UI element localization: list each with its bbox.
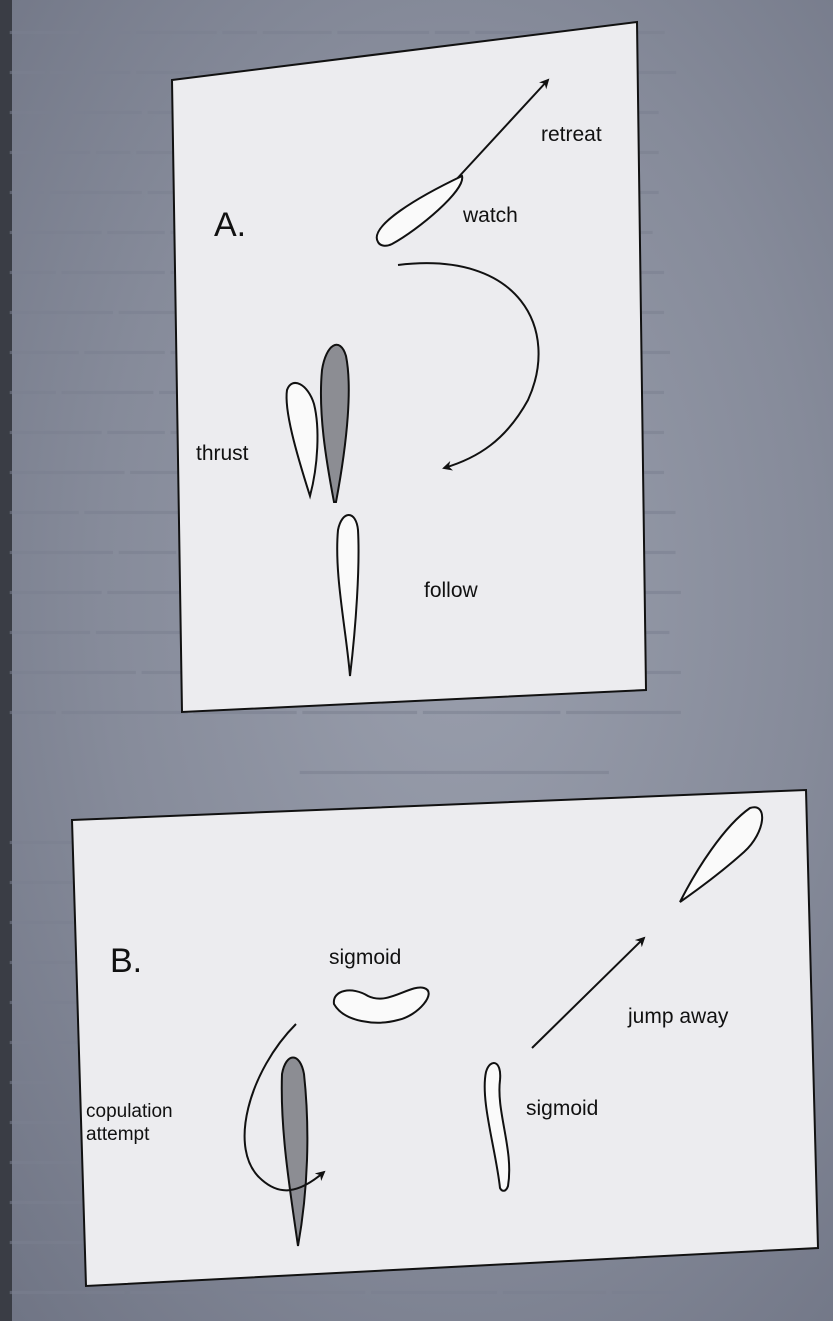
panel-b-letter: B. xyxy=(110,942,142,980)
label-jump-away: jump away xyxy=(627,1005,729,1028)
label-sigmoid-top: sigmoid xyxy=(329,946,401,969)
panel-b: B. sigmoid jump away copulation attempt … xyxy=(72,790,818,1286)
panel-a-letter: A. xyxy=(214,206,246,244)
label-sigmoid-right: sigmoid xyxy=(526,1097,598,1120)
label-copulation-line2: attempt xyxy=(86,1124,150,1145)
label-watch: watch xyxy=(462,204,518,227)
label-thrust: thrust xyxy=(196,442,249,465)
label-retreat: retreat xyxy=(541,123,602,146)
panel-a: A. retreat watch thrust follow xyxy=(172,22,646,712)
label-follow: follow xyxy=(424,579,479,602)
label-copulation-line1: copulation xyxy=(86,1101,173,1122)
